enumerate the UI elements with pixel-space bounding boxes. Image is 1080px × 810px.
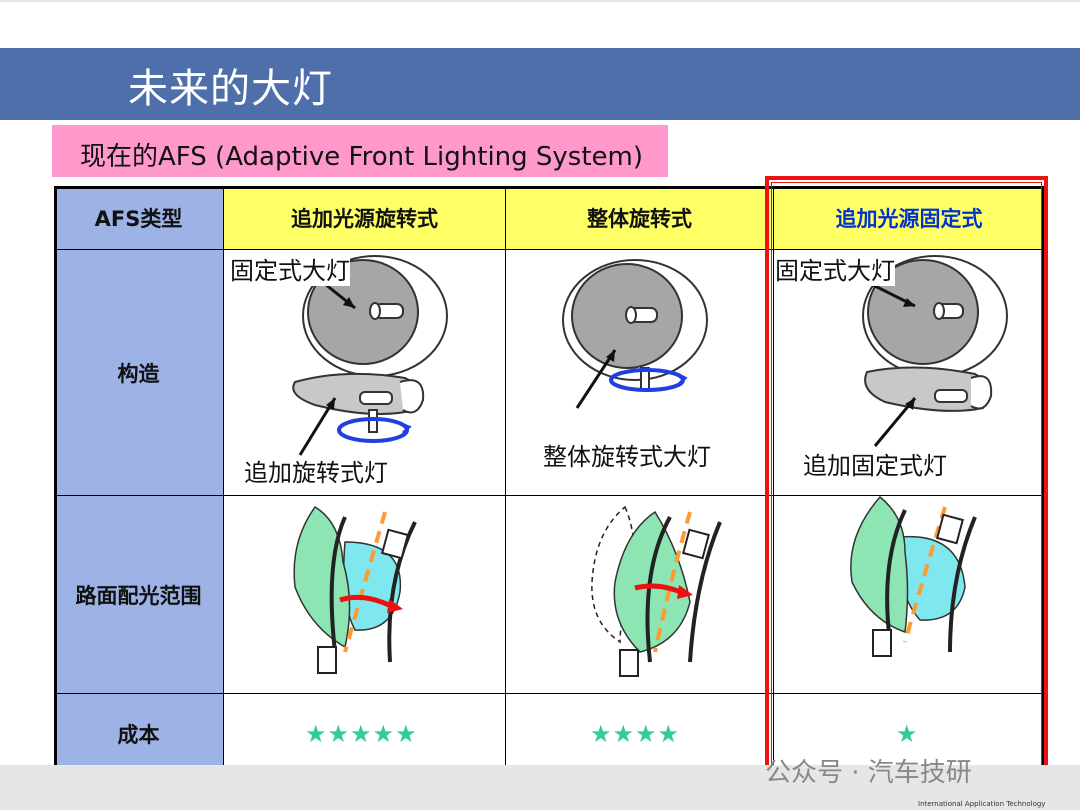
label-whole-swivel-headlamp: 整体旋转式大灯 <box>543 443 711 471</box>
column-header-1: 追加光源旋转式 <box>224 186 506 250</box>
label-added-swivel-lamp: 追加旋转式灯 <box>244 459 388 487</box>
label-fixed-headlamp-3: 固定式大灯 <box>775 251 895 286</box>
row-header-road-light: 路面配光范围 <box>54 496 224 694</box>
cell-cost-2 <box>506 694 774 774</box>
afs-table: AFS类型 追加光源旋转式 整体旋转式 追加光源固定式 构造 路面配光范围 成本 <box>54 186 1044 774</box>
watermark: 公众号 · 汽车技研 <box>765 758 972 788</box>
road-light-diagram-3 <box>850 495 977 657</box>
bottom-bar <box>0 765 1080 810</box>
column-header-2: 整体旋转式 <box>506 186 774 250</box>
title-band: 未来的大灯 <box>0 48 1080 120</box>
column-header-3: 追加光源固定式 <box>774 186 1044 250</box>
row-header-cost: 成本 <box>54 694 224 774</box>
cell-structure-3 <box>774 250 1044 496</box>
label-added-fixed-lamp: 追加固定式灯 <box>803 452 947 480</box>
cost-stars-1: ★★★★★ <box>305 720 418 748</box>
cell-structure-1 <box>224 250 506 496</box>
road-light-diagram-1 <box>293 506 417 674</box>
road-light-diagram-2 <box>591 505 722 677</box>
row-header-structure: 构造 <box>54 250 224 496</box>
cell-road-1 <box>224 496 506 694</box>
structure-diagram-1 <box>292 255 448 456</box>
cell-structure-2 <box>506 250 774 496</box>
structure-diagram-2 <box>562 259 708 409</box>
cost-stars-3: ★ <box>896 720 919 748</box>
subtitle-box: 现在的AFS (Adaptive Front Lighting System) <box>52 125 668 177</box>
label-fixed-headlamp-1: 固定式大灯 <box>230 251 350 286</box>
structure-diagram-3 <box>862 255 1008 447</box>
subtitle-text: 现在的AFS (Adaptive Front Lighting System) <box>80 142 644 172</box>
footer-text: International Application Technology <box>918 800 1046 808</box>
cell-road-2 <box>506 496 774 694</box>
page-title: 未来的大灯 <box>128 66 333 112</box>
cost-stars-2: ★★★★ <box>590 720 681 748</box>
top-line <box>0 0 1080 2</box>
cell-road-3 <box>774 496 1044 694</box>
cell-cost-1 <box>224 694 506 774</box>
corner-header: AFS类型 <box>54 186 224 250</box>
